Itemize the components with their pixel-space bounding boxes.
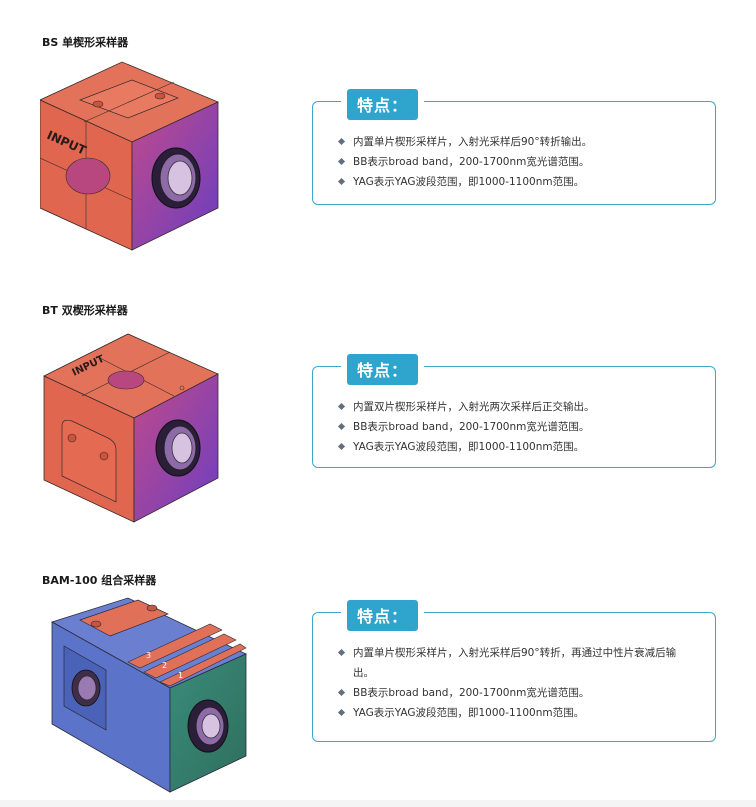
feature-list: 内置单片楔形采样片，入射光采样后90°转折，再通过中性片衰减后输出。 BB表示b… — [337, 643, 701, 723]
diamond-bullet-icon — [337, 157, 346, 166]
scale-mark: 3 — [146, 651, 151, 660]
section-bt: BT 双楔形采样器 INPUT 特点： 内置双片楔形采样片，入射光两次采样后正交… — [0, 270, 756, 540]
section-title: BS 单楔形采样器 — [42, 36, 129, 49]
feature-box: 特点： 内置单片楔形采样片，入射光采样后90°转折，再通过中性片衰减后输出。 B… — [312, 600, 716, 742]
diamond-bullet-icon — [337, 648, 346, 657]
diamond-bullet-icon — [337, 177, 346, 186]
feature-list: 内置双片楔形采样片，入射光两次采样后正交输出。 BB表示broad band，2… — [337, 397, 701, 457]
footer-divider — [0, 800, 756, 807]
diamond-bullet-icon — [337, 442, 346, 451]
list-item: YAG表示YAG波段范围，即1000-1100nm范围。 — [337, 172, 701, 192]
list-item: BB表示broad band，200-1700nm宽光谱范围。 — [337, 683, 701, 703]
diamond-bullet-icon — [337, 688, 346, 697]
feature-badge: 特点： — [347, 354, 419, 385]
list-item: 内置单片楔形采样片，入射光采样后90°转折，再通过中性片衰减后输出。 — [337, 643, 701, 683]
list-item: 内置单片楔形采样片，入射光采样后90°转折输出。 — [337, 132, 701, 152]
list-item: 内置双片楔形采样片，入射光两次采样后正交输出。 — [337, 397, 701, 417]
section-title: BT 双楔形采样器 — [42, 304, 128, 317]
feature-list: 内置单片楔形采样片，入射光采样后90°转折输出。 BB表示broad band，… — [337, 132, 701, 192]
list-item: BB表示broad band，200-1700nm宽光谱范围。 — [337, 152, 701, 172]
diamond-bullet-icon — [337, 402, 346, 411]
diamond-bullet-icon — [337, 422, 346, 431]
section-bs: BS 单楔形采样器 INPUT 特点： 内置单片楔形采样片，入射光采样后9 — [0, 0, 756, 270]
scale-mark: 1 — [178, 671, 183, 680]
bs-sampler-image: INPUT — [40, 61, 219, 251]
list-item: BB表示broad band，200-1700nm宽光谱范围。 — [337, 417, 701, 437]
section-title: BAM-100 组合采样器 — [42, 574, 157, 587]
feature-badge: 特点： — [347, 600, 419, 631]
list-item: YAG表示YAG波段范围，即1000-1100nm范围。 — [337, 703, 701, 723]
list-item: YAG表示YAG波段范围，即1000-1100nm范围。 — [337, 437, 701, 457]
feature-box: 特点： 内置单片楔形采样片，入射光采样后90°转折输出。 BB表示broad b… — [312, 89, 716, 205]
section-bam100: BAM-100 组合采样器 3 2 1 特点： — [0, 540, 756, 800]
feature-box: 特点： 内置双片楔形采样片，入射光两次采样后正交输出。 BB表示broad ba… — [312, 354, 716, 468]
scale-mark: 2 — [162, 661, 167, 670]
diamond-bullet-icon — [337, 137, 346, 146]
feature-badge: 特点： — [347, 89, 419, 120]
bam100-sampler-image: 3 2 1 — [50, 597, 247, 793]
bt-sampler-image: INPUT — [43, 333, 219, 523]
diamond-bullet-icon — [337, 708, 346, 717]
